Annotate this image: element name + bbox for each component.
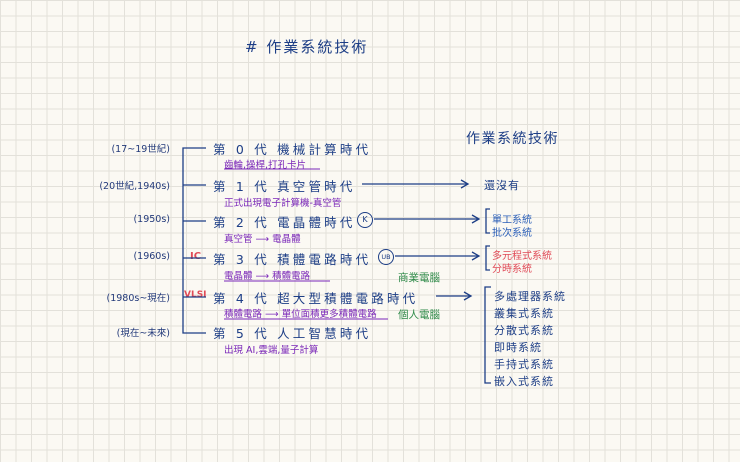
os-item: 多元程式系統 — [492, 251, 552, 262]
generation-bracket — [182, 147, 206, 334]
generation-label: 第 3 代 積體電路時代 — [213, 252, 372, 267]
generation-note: 正式出現電子計算機-真空管 — [224, 198, 342, 209]
generation-note: 積體電路 ⟶ 單位面積更多積體電路 — [224, 309, 377, 320]
os-item: 嵌入式系統 — [494, 375, 554, 388]
generation-note: 電晶體 ⟶ 積體電路 — [224, 271, 311, 282]
os-item: 分散式系統 — [494, 324, 554, 337]
gen2-bracket — [485, 208, 490, 234]
generation-label: 第 5 代 人工智慧時代 — [213, 326, 372, 341]
era-label: (17~19世紀) — [111, 144, 170, 155]
gen3-bracket — [485, 245, 490, 271]
os-item: 批次系統 — [492, 228, 532, 239]
gen4-bracket — [484, 286, 491, 384]
gen4-arrowhead — [463, 291, 473, 301]
generation-note: 齒輪,操桿,打孔卡片 — [224, 160, 307, 171]
commercial-computer-note: 商業電腦 — [398, 272, 440, 284]
os-item: 分時系統 — [492, 264, 532, 275]
era-label: (1980s~現在) — [106, 293, 171, 304]
era-label: (20世紀,1940s) — [99, 181, 170, 192]
os-gen1-none: 還沒有 — [484, 179, 520, 192]
gen1-arrowhead — [460, 179, 470, 189]
gen2-arrowhead — [471, 214, 481, 224]
generation-label: 第 1 代 真空管時代 — [213, 179, 356, 194]
circled-ub-marker: UB — [378, 249, 394, 265]
era-label: (現在~未來) — [116, 328, 170, 339]
generation-note: 真空管 ⟶ 電晶體 — [224, 234, 301, 245]
generation-note: 出現 AI,雲端,量子計算 — [224, 345, 319, 356]
os-item: 手持式系統 — [494, 358, 554, 371]
era-label: (1960s) — [133, 251, 170, 262]
gen3-arrowhead — [471, 251, 481, 261]
personal-computer-note: 個人電腦 — [398, 309, 440, 321]
os-item: 單工系統 — [492, 215, 532, 226]
generation-label: 第 2 代 電晶體時代 — [213, 215, 356, 230]
page-title: # 作業系統技術 — [245, 38, 369, 56]
os-item: 多處理器系統 — [494, 290, 566, 303]
os-item: 叢集式系統 — [494, 307, 554, 320]
os-item: 即時系統 — [494, 341, 542, 354]
generation-label: 第 0 代 機械計算時代 — [213, 142, 372, 157]
era-label: (1950s) — [133, 214, 170, 225]
vlsi-tag: VLSI — [184, 290, 207, 300]
generation-label: 第 4 代 超大型積體電路時代 — [213, 291, 419, 306]
os-column-title: 作業系統技術 — [466, 131, 559, 147]
circled-k-marker: K — [357, 212, 373, 228]
ic-tag: IC — [190, 251, 202, 262]
